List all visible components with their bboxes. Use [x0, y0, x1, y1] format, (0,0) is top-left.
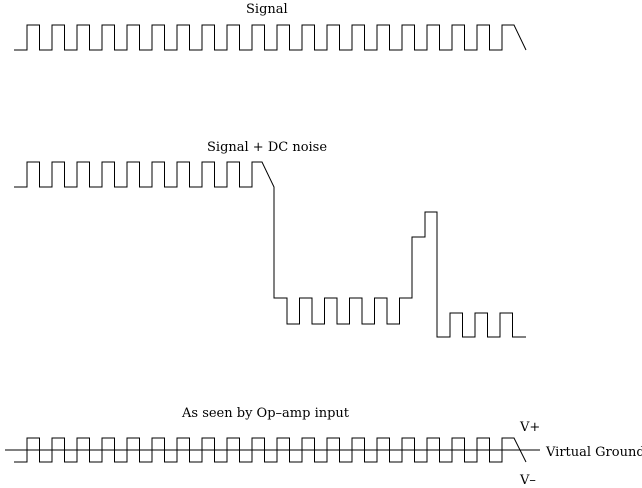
signal-dc-noise-waveform [14, 161, 526, 338]
opamp-input-title: As seen by Op–amp input [182, 406, 350, 421]
v-plus-label: V+ [520, 420, 541, 435]
v-minus-label: V– [520, 473, 536, 488]
signal-waveform [14, 24, 527, 51]
virtual-ground-label: Virtual Ground [546, 445, 642, 460]
opamp-input-waveform [14, 437, 527, 463]
signal-title: Signal [246, 2, 288, 17]
signal-dc-noise-title: Signal + DC noise [207, 140, 328, 155]
